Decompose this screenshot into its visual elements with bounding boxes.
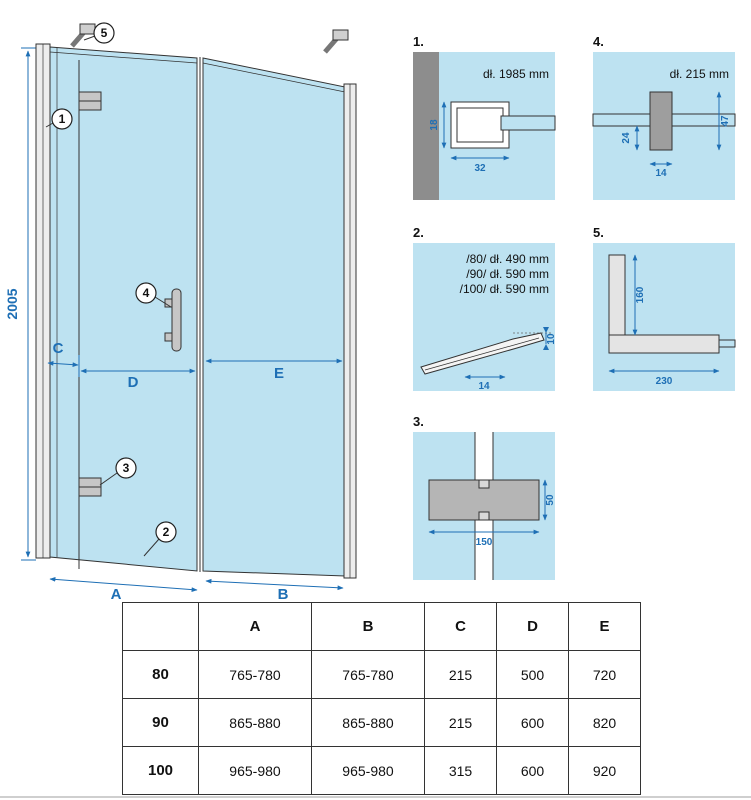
dim-label-a: A [111, 586, 122, 600]
col-header-e: E [568, 602, 641, 651]
detail-5-label: 5. [593, 225, 604, 240]
detail-1-title: dł. 1985 mm [483, 67, 549, 81]
door-hinge-bottom [78, 477, 102, 497]
row-header-80: 80 [122, 650, 199, 699]
table-cell: 765-780 [311, 650, 425, 699]
door-hinge-top [78, 91, 102, 111]
size-table: A B C D E 80 765-780 765-780 215 500 720… [122, 602, 641, 795]
side-glass-panel [202, 57, 346, 577]
callout-4: 4 [135, 282, 172, 308]
table-cell: 920 [568, 746, 641, 795]
row-header-90: 90 [122, 698, 199, 747]
height-dimension: 2005 [4, 47, 36, 561]
seal-block [649, 91, 673, 151]
table-row-80: 80 765-780 765-780 215 500 720 [122, 650, 641, 699]
dim-label-e: E [274, 365, 284, 382]
table-cell: 215 [424, 698, 497, 747]
table-cell: 965-980 [198, 746, 312, 795]
width-dimensions: C D E A B [47, 340, 344, 600]
detail-1-dim-height: 18 [429, 119, 440, 131]
detail-1: dł. 1985 mm 18 32 [413, 52, 556, 200]
detail-4: dł. 215 mm 24 47 14 [592, 52, 736, 200]
table-cell: 965-980 [311, 746, 425, 795]
detail-3-dim-height: 50 [545, 494, 556, 506]
detail-1-label: 1. [413, 34, 424, 49]
shower-enclosure-drawing: 2005 [4, 22, 357, 600]
front-glass-panel [49, 46, 198, 572]
detail-4-title: dł. 215 mm [670, 67, 729, 81]
detail-2-line-100: /100/ dł. 590 mm [460, 282, 549, 296]
callout-2-number: 2 [163, 525, 170, 539]
callout-4-number: 4 [143, 286, 150, 300]
detail-3: 150 50 [413, 432, 556, 580]
table-cell: 865-880 [198, 698, 312, 747]
detail-2-dim-thickness: 10 [546, 333, 557, 345]
callout-1: 1 [45, 108, 73, 130]
detail-4-dim-height: 47 [720, 115, 731, 127]
detail-1-dim-width: 32 [474, 163, 486, 174]
glass-section [500, 115, 556, 131]
dim-label-b: B [278, 586, 289, 600]
profile-section [450, 101, 510, 149]
table-row-90: 90 865-880 865-880 215 600 820 [122, 698, 641, 747]
detail-5: 160 230 [593, 243, 736, 391]
callout-5: 5 [83, 22, 115, 44]
detail-2: /80/ dł. 490 mm /90/ dł. 590 mm /100/ dł… [413, 243, 557, 392]
col-header-d: D [496, 602, 569, 651]
callout-5-circle [93, 22, 115, 44]
detail-3-label: 3. [413, 414, 424, 429]
table-cell: 820 [568, 698, 641, 747]
table-cell: 720 [568, 650, 641, 699]
callout-5-number: 5 [101, 26, 108, 40]
dim-label-c: C [53, 340, 64, 357]
callout-1-number: 1 [59, 112, 66, 126]
detail-5-dim-height: 160 [635, 286, 646, 303]
table-cell: 600 [496, 746, 569, 795]
table-corner-cell [122, 602, 199, 651]
row-header-100: 100 [122, 746, 199, 795]
col-header-a: A [198, 602, 312, 651]
detail-2-line-90: /90/ dł. 590 mm [466, 267, 549, 281]
detail-2-line-80: /80/ dł. 490 mm [466, 252, 549, 266]
detail-3-dim-width: 150 [476, 537, 493, 548]
table-cell: 765-780 [198, 650, 312, 699]
table-cell: 865-880 [311, 698, 425, 747]
horizontal-profile-section [608, 334, 720, 354]
callout-2-circle [155, 521, 177, 543]
table-header-row: A B C D E [122, 602, 641, 651]
callout-3-circle [115, 457, 137, 479]
detail-2-dim-width: 14 [478, 381, 490, 392]
table-cell: 500 [496, 650, 569, 699]
table-row-100: 100 965-980 965-980 315 600 920 [122, 746, 641, 795]
detail-5-dim-width: 230 [656, 376, 673, 387]
table-cell: 215 [424, 650, 497, 699]
height-dimension-label: 2005 [4, 288, 20, 319]
glass-section [718, 339, 736, 348]
table-cell: 600 [496, 698, 569, 747]
detail-2-label: 2. [413, 225, 424, 240]
detail-4-dim-drop: 24 [621, 132, 632, 144]
top-support-bracket-right [323, 29, 349, 54]
detail-4-dim-width: 14 [655, 168, 667, 179]
callout-3-number: 3 [123, 461, 130, 475]
callout-1-circle [51, 108, 73, 130]
table-cell: 315 [424, 746, 497, 795]
callout-4-circle [135, 282, 157, 304]
door-handle [164, 288, 182, 352]
wall-section [413, 52, 439, 200]
col-header-c: C [424, 602, 497, 651]
detail-4-label: 4. [593, 34, 604, 49]
callout-3: 3 [99, 457, 137, 486]
top-support-bracket-left [70, 23, 96, 48]
page-bottom-rule [0, 796, 751, 798]
technical-diagram: 2005 [4, 22, 736, 600]
callout-2: 2 [143, 521, 177, 557]
dim-label-d: D [128, 374, 139, 391]
col-header-b: B [311, 602, 425, 651]
